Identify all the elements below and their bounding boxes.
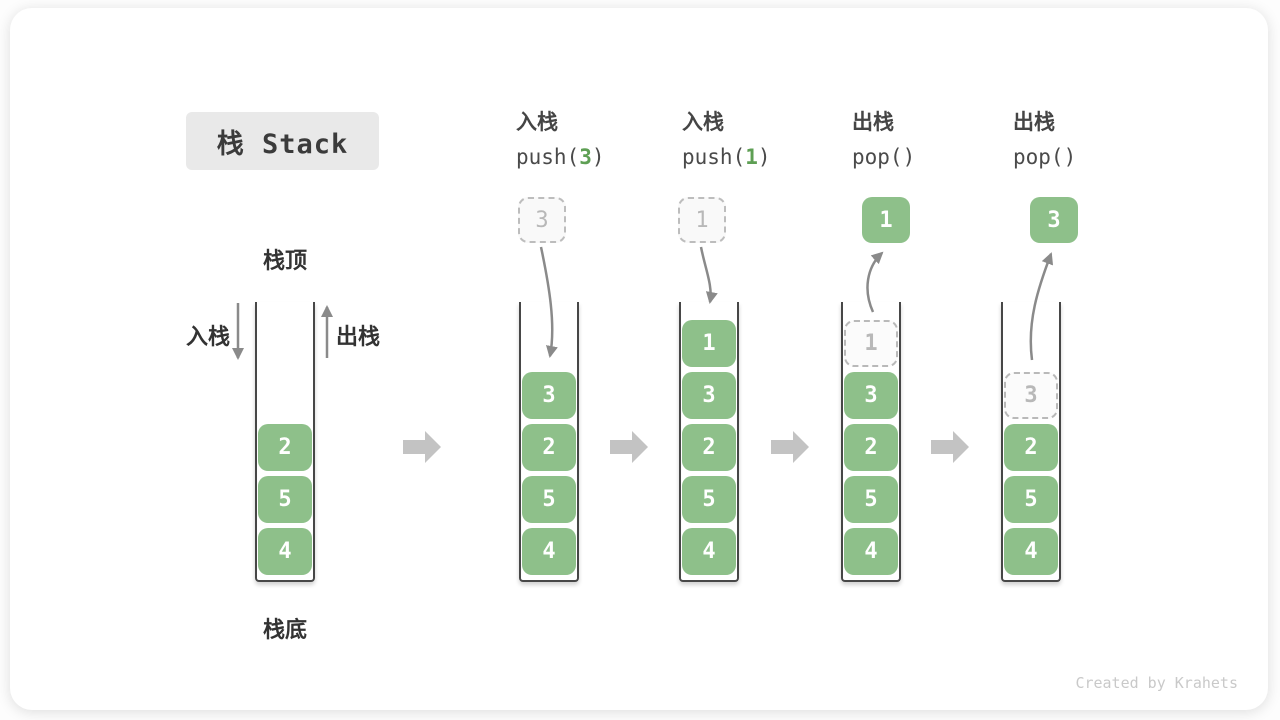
code-arg: 3 bbox=[579, 145, 592, 169]
stack-element: 3 bbox=[682, 372, 736, 419]
push-direction-label: 入栈 bbox=[185, 325, 230, 350]
operation-push-3: 入栈 push(3) bbox=[516, 106, 666, 169]
stack-element: 2 bbox=[844, 424, 898, 471]
operation-code: pop() bbox=[852, 145, 1002, 169]
stack-element: 2 bbox=[1004, 424, 1058, 471]
code-fn: pop( bbox=[1013, 145, 1064, 169]
incoming-element-ghost: 1 bbox=[678, 197, 726, 243]
operation-code: push(1) bbox=[682, 145, 832, 169]
stack-element: 5 bbox=[1004, 476, 1058, 523]
watermark: Created by Krahets bbox=[1075, 674, 1238, 692]
stack-element: 5 bbox=[682, 476, 736, 523]
operation-code: push(3) bbox=[516, 145, 666, 169]
stack-element: 5 bbox=[258, 476, 312, 523]
stack-element: 3 bbox=[844, 372, 898, 419]
popped-element: 3 bbox=[1030, 197, 1078, 243]
operation-code: pop() bbox=[1013, 145, 1163, 169]
stack-element: 4 bbox=[522, 528, 576, 575]
code-close: ) bbox=[902, 145, 916, 169]
code-fn: pop( bbox=[852, 145, 903, 169]
operation-push-1: 入栈 push(1) bbox=[682, 106, 832, 169]
pop-direction-label: 出栈 bbox=[336, 325, 381, 350]
stack-element: 4 bbox=[682, 528, 736, 575]
stack-element: 2 bbox=[682, 424, 736, 471]
operation-pop-1: 出栈 pop() bbox=[852, 106, 1002, 169]
operation-name: 出栈 bbox=[852, 110, 894, 134]
code-close: ) bbox=[757, 145, 771, 169]
code-close: ) bbox=[591, 145, 605, 169]
stack-element: 4 bbox=[258, 528, 312, 575]
incoming-element-ghost: 3 bbox=[518, 197, 566, 243]
stack-element: 3 bbox=[522, 372, 576, 419]
operation-pop-2: 出栈 pop() bbox=[1013, 106, 1163, 169]
operation-name: 出栈 bbox=[1013, 110, 1055, 134]
operation-name: 入栈 bbox=[516, 110, 558, 134]
stack-element: 4 bbox=[844, 528, 898, 575]
code-arg: 1 bbox=[745, 145, 758, 169]
removed-element-ghost: 3 bbox=[1004, 372, 1058, 419]
removed-element-ghost: 1 bbox=[844, 320, 898, 367]
stack-element: 2 bbox=[258, 424, 312, 471]
stack-bottom-label: 栈底 bbox=[262, 618, 307, 643]
popped-element: 1 bbox=[862, 197, 910, 243]
stack-element: 1 bbox=[682, 320, 736, 367]
stack-top-label: 栈顶 bbox=[262, 249, 307, 274]
operation-name: 入栈 bbox=[682, 110, 724, 134]
stack-element: 5 bbox=[522, 476, 576, 523]
code-close: ) bbox=[1063, 145, 1077, 169]
stack-element: 2 bbox=[522, 424, 576, 471]
code-fn: push( bbox=[516, 145, 580, 169]
code-fn: push( bbox=[682, 145, 746, 169]
stack-element: 5 bbox=[844, 476, 898, 523]
diagram-title: 栈 Stack bbox=[186, 112, 379, 170]
stack-element: 4 bbox=[1004, 528, 1058, 575]
